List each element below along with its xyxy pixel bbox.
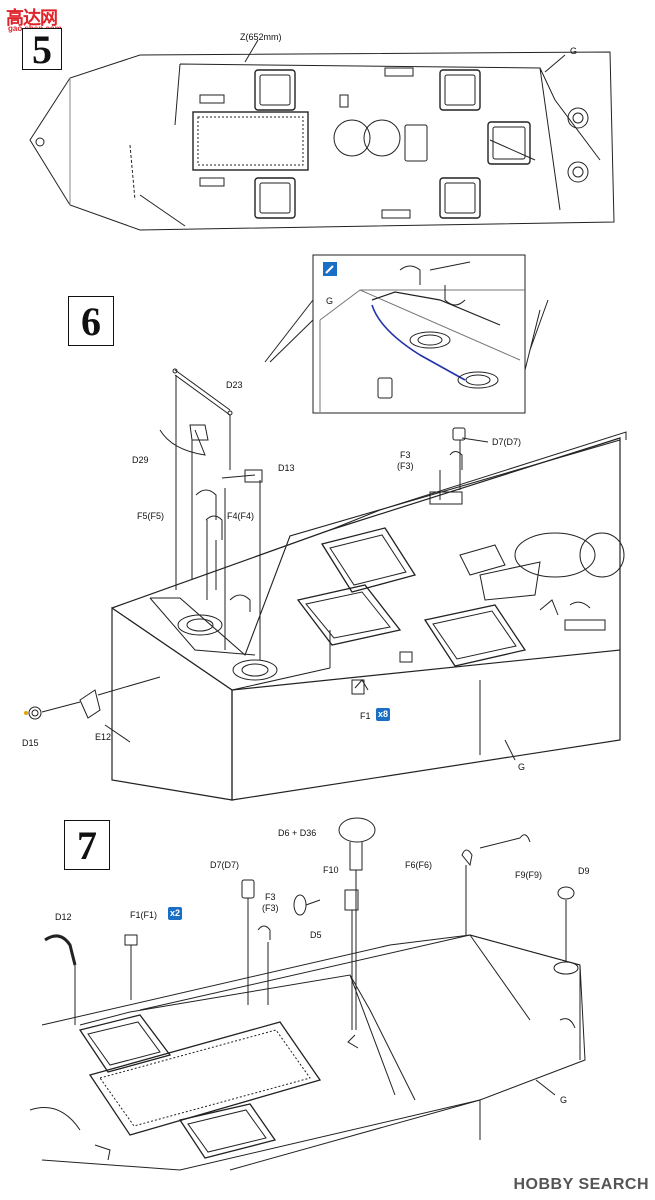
label-d29: D29 [132, 455, 149, 465]
deck-outline-top-view [29, 51, 615, 231]
label-d13: D13 [278, 463, 295, 473]
step-number-7: 7 [64, 820, 110, 870]
watermark-top-logo: 高达网 [6, 8, 58, 29]
label-g-step5: G [570, 46, 578, 56]
detail-inset-frame [312, 254, 526, 414]
label-d9: D9 [578, 866, 590, 876]
hull-rear-section [41, 934, 586, 1171]
quantity-badge-x8: x8 [376, 708, 391, 721]
label-f1-step6: F1 [360, 711, 371, 721]
label-f4: F4(F4) [227, 511, 254, 521]
label-z-dimension: Z(652mm) [240, 32, 282, 42]
watermark-hobby-search: HOBBY SEARCH [513, 1176, 649, 1193]
label-f9: F9(F9) [515, 870, 542, 880]
engine-grille [192, 111, 309, 171]
label-f10: F10 [323, 865, 339, 875]
hull-side-panel [111, 606, 233, 801]
label-f3b-step7: (F3) [262, 903, 279, 913]
label-d12: D12 [55, 912, 72, 922]
part-d23 [174, 369, 231, 416]
part-d12 [44, 934, 77, 966]
label-g-inset: G [326, 296, 334, 306]
part-d29 [159, 429, 206, 456]
label-f3-step6: F3 [400, 450, 411, 460]
label-d23: D23 [226, 380, 243, 390]
step-number-5: 5 [22, 27, 62, 72]
label-d6-d36: D6 + D36 [278, 828, 317, 838]
label-d7-step6: D7(D7) [492, 437, 522, 447]
label-d15: D15 [22, 738, 39, 748]
label-g-step7: G [560, 1095, 568, 1105]
label-g-hull-step6: G [518, 762, 526, 772]
quantity-badge-x2: x2 [168, 907, 183, 920]
label-f1-step7: F1(F1) [130, 910, 157, 920]
label-f5: F5(F5) [137, 511, 164, 521]
label-d7-step7: D7(D7) [210, 860, 240, 870]
label-d5: D5 [310, 930, 322, 940]
label-e12: E12 [95, 732, 112, 742]
rigging-wire [139, 63, 601, 227]
label-f3-step7: F3 [265, 892, 276, 902]
label-f6: F6(F6) [405, 860, 432, 870]
step-number-6: 6 [68, 296, 114, 346]
label-f3b-step6: (F3) [397, 461, 414, 471]
